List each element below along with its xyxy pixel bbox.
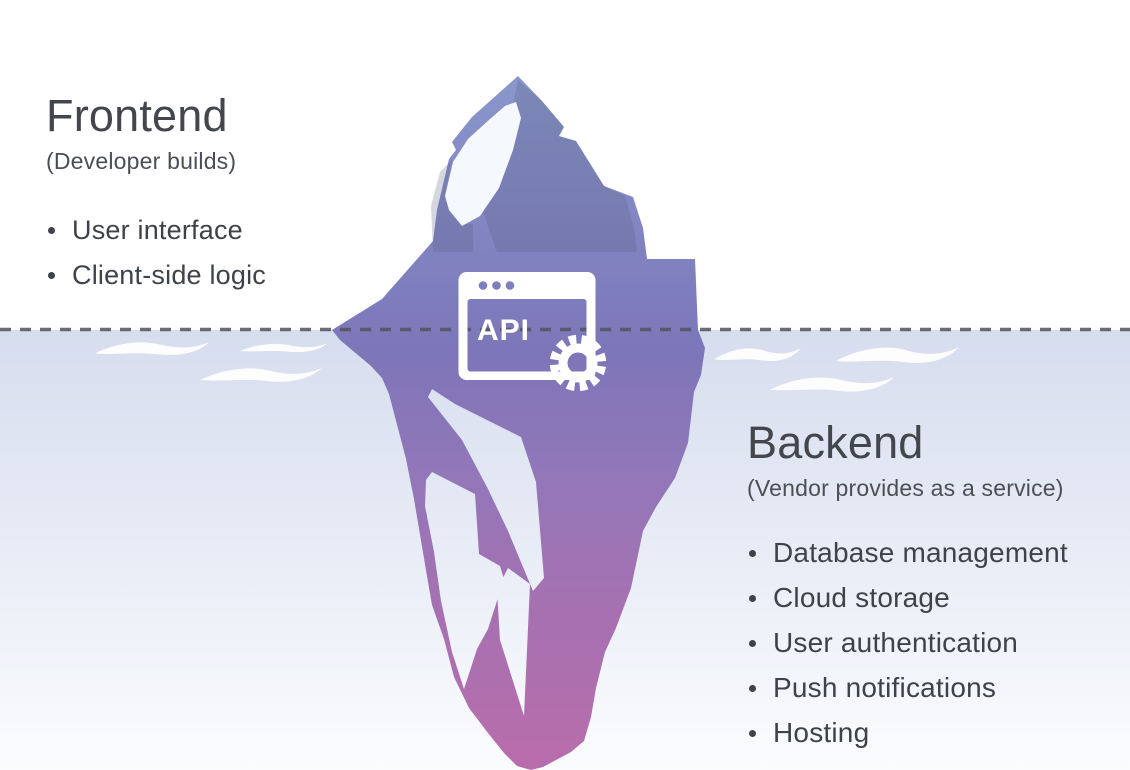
backend-subtitle: (Vendor provides as a service) xyxy=(747,475,1064,502)
frontend-title: Frontend xyxy=(46,90,228,141)
api-label: API xyxy=(477,314,530,347)
backend-list: Database management Cloud storage User a… xyxy=(749,531,1068,756)
bullet-dot xyxy=(749,549,756,557)
iceberg-crevasse xyxy=(428,389,544,591)
bullet-dot xyxy=(749,729,756,737)
list-item: User interface xyxy=(48,208,266,253)
backend-title: Backend xyxy=(747,417,924,468)
frontend-subtitle: (Developer builds) xyxy=(46,148,237,175)
iceberg-shadow-facet xyxy=(431,160,473,252)
list-item-label: User interface xyxy=(72,214,243,245)
list-item-label: Hosting xyxy=(773,717,870,749)
bullet-dot xyxy=(749,639,756,647)
bullet-dot xyxy=(749,594,756,602)
list-item-label: User authentication xyxy=(773,627,1019,659)
list-item-label: Push notifications xyxy=(773,672,997,704)
list-item-label: Cloud storage xyxy=(773,582,950,614)
iceberg-crevasse xyxy=(425,472,504,689)
list-item: User authentication xyxy=(749,621,1068,666)
iceberg-crevasse xyxy=(497,568,530,716)
list-item: Push notifications xyxy=(749,666,1068,711)
list-item-label: Database management xyxy=(773,537,1068,569)
backend-section: Backend (Vendor provides as a service) D… xyxy=(747,419,1068,756)
iceberg-shape xyxy=(332,76,705,770)
list-item: Cloud storage xyxy=(749,576,1068,621)
frontend-section: Frontend (Developer builds) User interfa… xyxy=(46,92,266,298)
browser-window-icon: API xyxy=(458,272,609,394)
list-item-label: Client-side logic xyxy=(72,259,266,290)
bullet-dot xyxy=(48,226,55,234)
list-item: Client-side logic xyxy=(48,253,266,298)
list-item: Hosting xyxy=(749,711,1068,756)
bullet-dot xyxy=(749,684,756,692)
gear-icon xyxy=(549,334,607,392)
bullet-dot xyxy=(48,271,55,279)
list-item: Database management xyxy=(749,531,1068,576)
frontend-list: User interface Client-side logic xyxy=(48,208,266,298)
iceberg-crevasse xyxy=(445,102,521,226)
iceberg-shadow-facet xyxy=(481,80,637,252)
